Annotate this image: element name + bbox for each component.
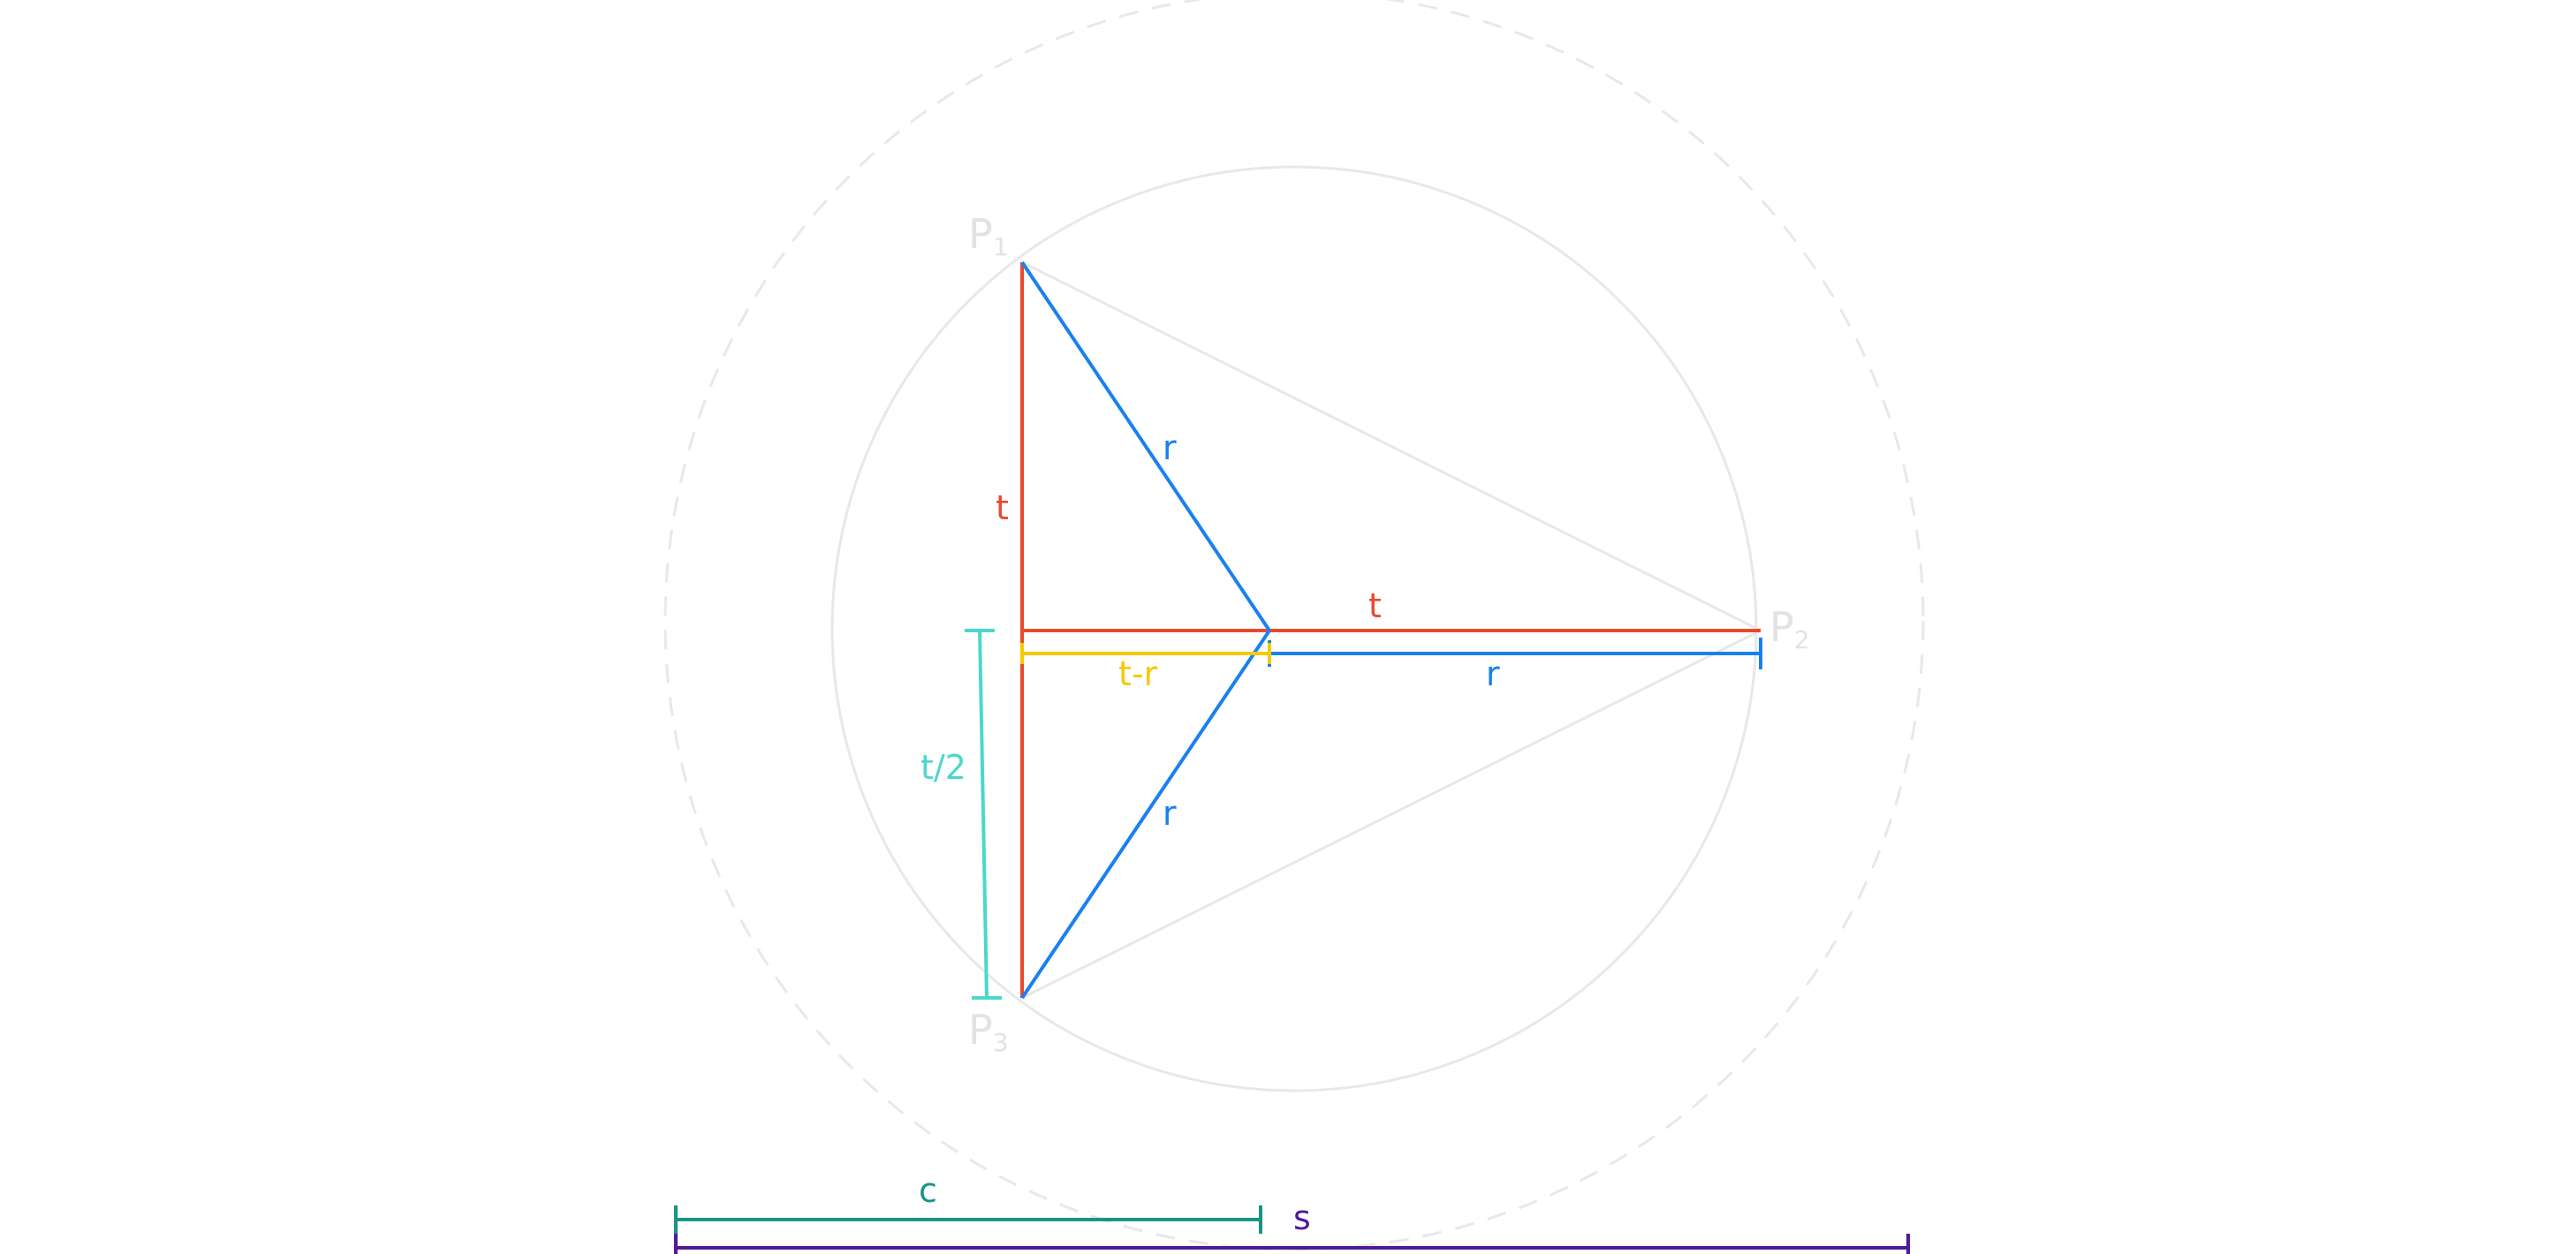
r-label-upper: r xyxy=(1163,428,1177,467)
point-label-p3: P3 xyxy=(968,1006,1009,1057)
r-segment-upper xyxy=(1020,261,1271,632)
point-label-p2: P2 xyxy=(1769,603,1810,654)
r-label-lower: r xyxy=(1163,794,1177,833)
t-half-dimension-line xyxy=(978,630,989,999)
outer-dashed-circle xyxy=(663,0,1925,1251)
triangle-side-p1-p2 xyxy=(1021,261,1762,632)
t-label-horizontal: t xyxy=(1368,586,1382,625)
r-segment-lower xyxy=(1020,629,1271,1000)
t-label-vertical: t xyxy=(996,488,1009,527)
r-label-horizontal: r xyxy=(1486,654,1500,693)
point-label-p1: P1 xyxy=(968,210,1009,261)
t-half-label: t/2 xyxy=(921,748,966,787)
triangle-side-p3-p2 xyxy=(1021,629,1762,1000)
s-label: s xyxy=(1293,1198,1311,1237)
t-minus-r-label: t-r xyxy=(1118,654,1158,693)
c-label: c xyxy=(919,1171,937,1210)
